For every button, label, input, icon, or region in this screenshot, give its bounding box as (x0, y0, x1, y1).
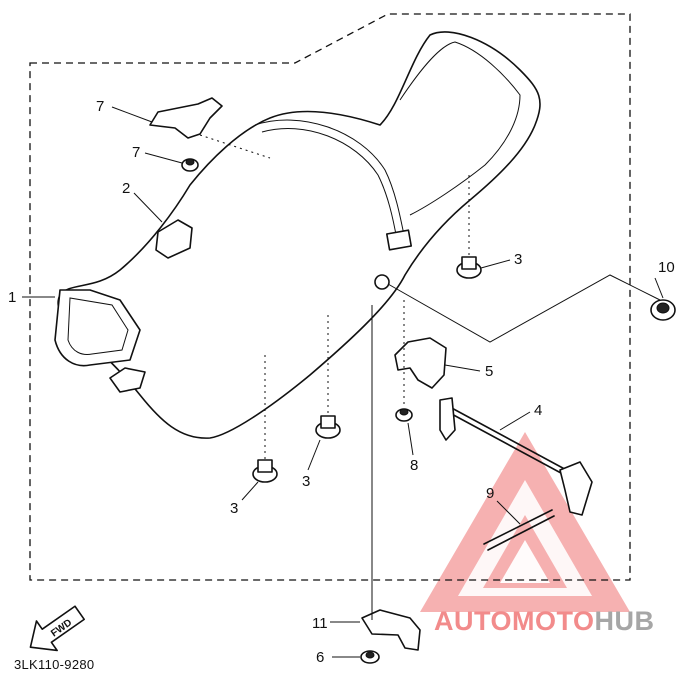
bracket-6 (149, 97, 223, 139)
callout-11: 11 (312, 615, 328, 632)
callout-4: 4 (534, 402, 542, 419)
nut-7-lower (395, 408, 413, 422)
lock-rod-4 (439, 397, 593, 516)
leader-lines (22, 106, 664, 658)
callout-1: 1 (8, 289, 16, 306)
callout-10: 10 (658, 259, 675, 276)
watermark-text-gray: HUB (594, 606, 655, 636)
callout-3-left: 3 (230, 500, 238, 517)
callout-6: 7 (96, 98, 104, 115)
part-code: 3LK110-9280 (14, 657, 95, 672)
callout-3-mid: 3 (302, 473, 310, 490)
bracket-2 (155, 219, 193, 259)
callout-5: 5 (485, 363, 493, 380)
callout-7-lower: 8 (410, 457, 418, 474)
watermark-text: AUTOMOTOHUB (434, 606, 655, 637)
seat-hook-5 (394, 337, 447, 389)
assembly-boundary (29, 13, 631, 581)
callout-labels: 7 7 2 1 3 10 5 4 8 9 3 3 11 6 (8, 98, 675, 666)
seat-lock-11 (361, 609, 421, 651)
cable-8 (483, 509, 555, 551)
cap-10 (650, 299, 676, 321)
callout-7-upper: 7 (132, 144, 140, 161)
damper-3-mid (315, 315, 341, 439)
callout-3-right: 3 (514, 251, 522, 268)
watermark-logo (420, 432, 630, 612)
callout-2: 2 (122, 180, 130, 197)
watermark-text-red: AUTOMOTO (434, 606, 595, 636)
fwd-arrow: FWD (29, 605, 85, 652)
washer-9 (360, 650, 380, 664)
callout-9: 6 (316, 649, 324, 666)
nut-7-upper (181, 158, 199, 172)
guide-lines (199, 134, 661, 620)
seat (54, 31, 541, 439)
damper-3-right (456, 175, 482, 279)
callout-8: 9 (486, 485, 494, 502)
damper-3-left (252, 355, 278, 483)
